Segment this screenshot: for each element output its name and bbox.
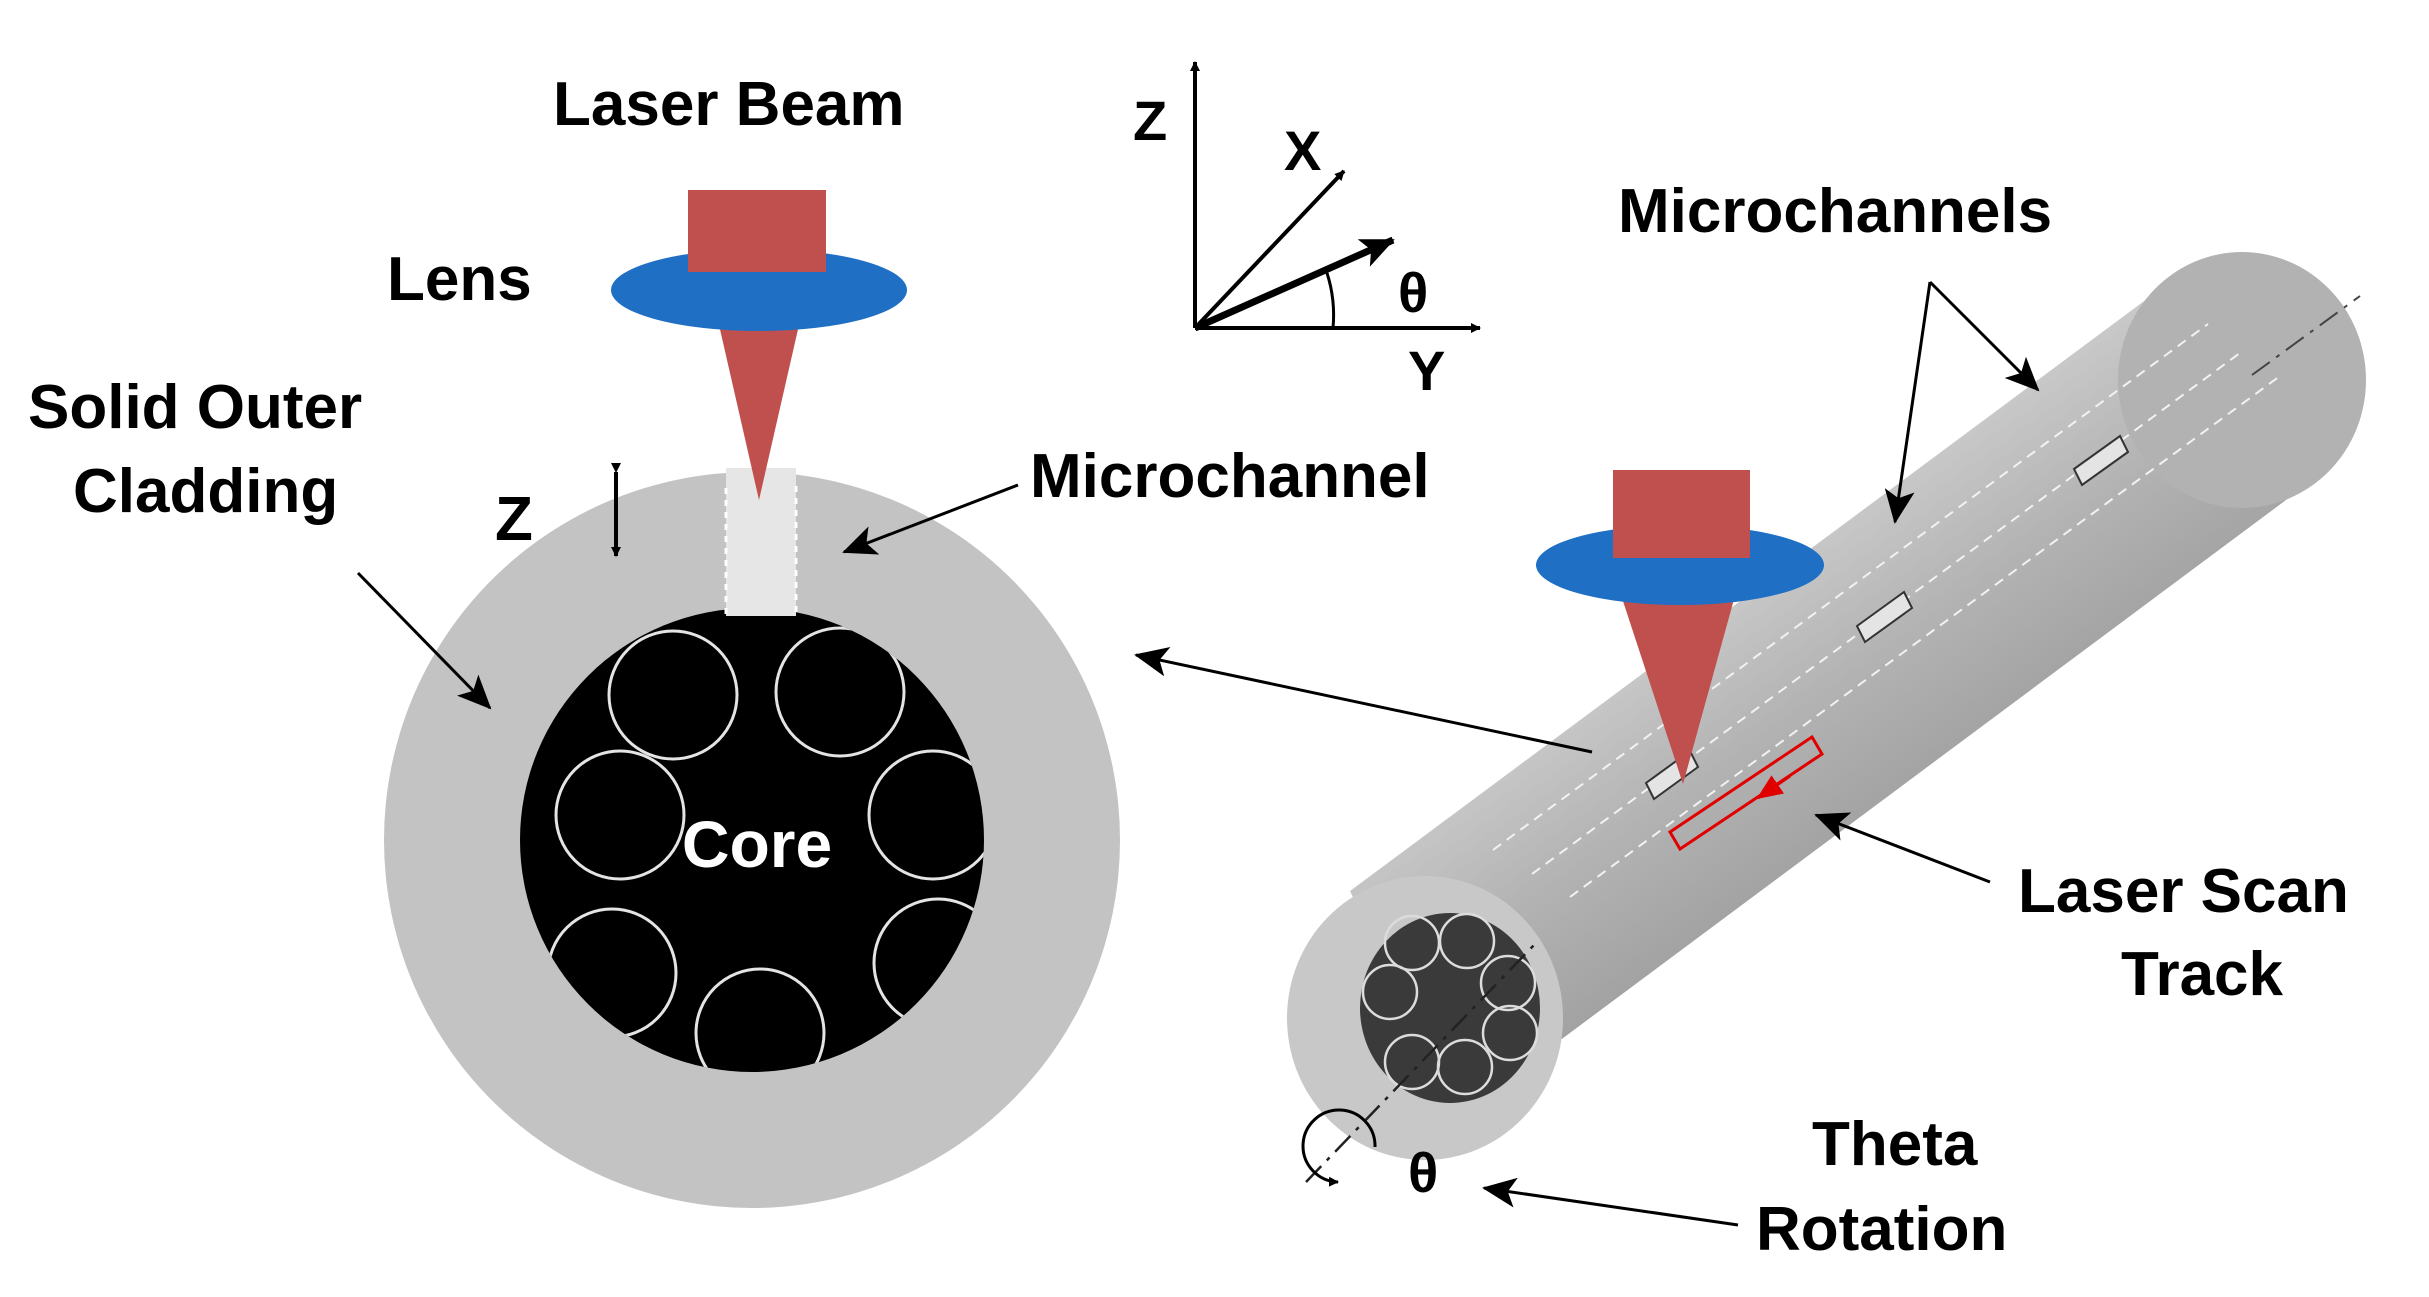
core-label: Core: [682, 807, 832, 881]
laser-assembly-left: [611, 190, 907, 500]
microchannels-label: Microchannels: [1618, 177, 2052, 246]
microchannel-pointer: [842, 483, 1019, 555]
microchannel-slot-2: [1855, 590, 1914, 644]
theta-rotation-label: Theta: [1812, 1110, 1978, 1179]
laser-scan-track: [1667, 734, 1825, 852]
fiber-end-capillaries: [1361, 912, 1539, 1096]
lens: [611, 249, 907, 331]
microchannel-slot: [726, 468, 796, 616]
axis-y-label: Y: [1408, 339, 1445, 402]
lens-right: [1536, 525, 1824, 605]
fiber-center-axis: [1305, 943, 1536, 1183]
lens-label: Lens: [387, 245, 532, 314]
laser-scan-track-label: Laser Scan: [2018, 857, 2349, 926]
axis-z-label: Z: [1133, 89, 1167, 152]
scan-direction-arrow: [1756, 774, 1791, 800]
laser-beam-label: Laser Beam: [553, 70, 905, 139]
laser-scan-track-pointer: [1814, 812, 1991, 884]
fiber-cross-section: Core: [384, 468, 1120, 1208]
laser-beam-body: [688, 190, 826, 272]
fiber-tube-far-end: [2118, 252, 2366, 508]
axis-theta-label: θ: [1398, 261, 1428, 324]
theta-rotation-pointer: [1482, 1177, 1739, 1227]
fiber-core: [520, 608, 984, 1072]
microchannels-pointer-2: [1928, 280, 2040, 392]
laser-assembly-right: [1536, 470, 1824, 784]
coordinate-axes: [1190, 61, 1481, 333]
cross-section-link-arrow: [1134, 646, 1593, 754]
axis-x-label: X: [1284, 119, 1321, 182]
theta-rotation-arrow: [1301, 1108, 1377, 1187]
microchannels-pointer-1: [1884, 281, 1932, 524]
fiber-tube-body: [1350, 290, 2325, 1117]
fiber-3d-view: [1287, 252, 2366, 1187]
solid-outer-cladding-label-line2: Cladding: [73, 457, 338, 526]
z-motion-label: Z: [495, 485, 533, 554]
laser-beam-cone-right: [1620, 592, 1736, 784]
microchannel-slot-1: [2072, 434, 2130, 487]
microchannel-label: Microchannel: [1030, 442, 1430, 511]
laser-scan-track-label-line2: Track: [2121, 940, 2284, 1009]
laser-beam-body-right: [1613, 470, 1750, 558]
theta-rotation-label-line2: Rotation: [1756, 1195, 2007, 1264]
cladding-pointer: [356, 571, 492, 710]
theta-symbol-label: θ: [1408, 1141, 1438, 1204]
solid-outer-cladding-label: Solid Outer: [28, 373, 362, 442]
